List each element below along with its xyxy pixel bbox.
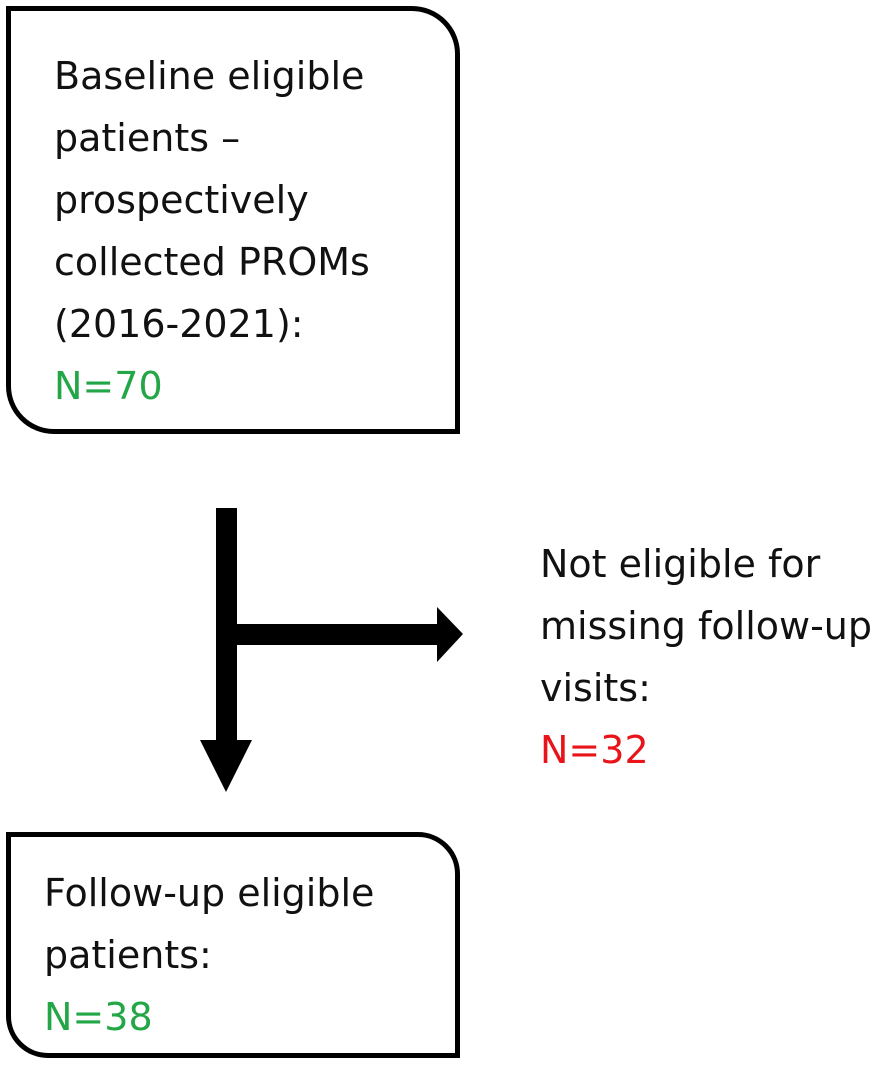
side-arrow-shaft — [237, 624, 439, 645]
followup-line-2: patients: — [44, 933, 212, 977]
excluded-line-2: missing follow-up — [540, 604, 872, 648]
baseline-line-2: patients – — [54, 116, 241, 160]
baseline-line-1: Baseline eligible — [54, 54, 365, 98]
excluded-count: N=32 — [540, 728, 649, 772]
baseline-box-text: Baseline eligible patients – prospective… — [54, 45, 370, 417]
baseline-box — [6, 6, 460, 434]
baseline-line-3: prospectively — [54, 178, 309, 222]
down-arrow-shaft — [216, 508, 237, 746]
followup-box-text: Follow-up eligible patients: N=38 — [44, 862, 374, 1048]
excluded-text: Not eligible for missing follow-up visit… — [540, 533, 872, 781]
side-arrow-head — [437, 607, 463, 662]
followup-line-1: Follow-up eligible — [44, 871, 375, 915]
baseline-count: N=70 — [54, 364, 163, 408]
followup-count: N=38 — [44, 995, 153, 1039]
baseline-line-4: collected PROMs — [54, 240, 370, 284]
baseline-line-5: (2016-2021): — [54, 302, 304, 346]
down-arrow-head — [200, 740, 252, 792]
excluded-line-3: visits: — [540, 666, 651, 710]
followup-box — [6, 832, 460, 1058]
excluded-line-1: Not eligible for — [540, 542, 821, 586]
